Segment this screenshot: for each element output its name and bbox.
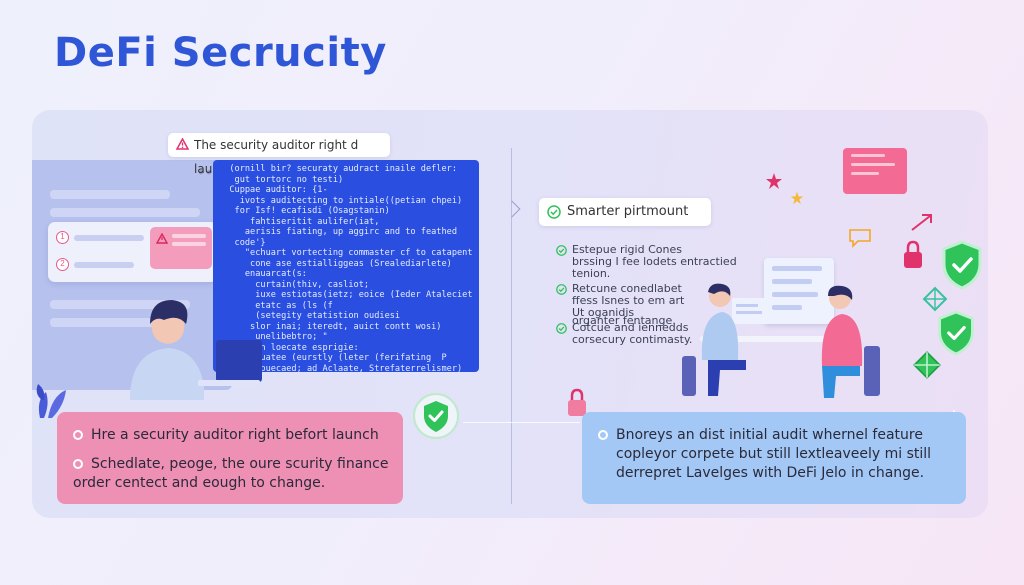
code-editor: (ornill bir? securaty audract inaile def… xyxy=(213,160,479,372)
check-circle-icon xyxy=(547,205,561,219)
checklist-item-text: Retcune conedlabet xyxy=(572,282,682,295)
padlock-icon xyxy=(904,240,922,268)
smarter-deployment-tag: Smarter pirtmount xyxy=(539,198,711,226)
shield-check-icon xyxy=(938,310,974,356)
check-circle-icon xyxy=(556,323,567,334)
code-line: unelibebtro; " xyxy=(219,332,328,342)
list-item-text: order centect and eough to change. xyxy=(73,475,326,491)
code-line: "echuart vortecting commaster cf to cata… xyxy=(219,248,473,258)
list-item: Bnoreys an dist initial audit whernel fe… xyxy=(598,426,950,445)
code-line: (ornill bir? securaty audract inaile def… xyxy=(219,164,457,174)
star-icon xyxy=(790,191,804,205)
placeholder-bar xyxy=(74,235,144,241)
right-summary-card: Bnoreys an dist initial audit whernel fe… xyxy=(582,412,966,504)
code-line: for Isf! ecafisdi (Osagstanin) xyxy=(219,206,390,216)
arrow-up-right-icon xyxy=(911,214,932,231)
list-item: Schedlate, peoge, the oure scurity finan… xyxy=(73,455,389,474)
placeholder-bar xyxy=(50,208,200,217)
alert-card xyxy=(150,227,212,269)
person-sitting-illustration xyxy=(821,285,880,398)
code-line: feuatee (eurstly (leter (ferifating P xyxy=(219,353,447,363)
checklist-extra: organter fentange. xyxy=(572,314,676,327)
smarter-deployment-tag-label: Smarter pirtmount xyxy=(567,204,689,219)
list-item-continuation: derrepret Lavelges with DeFi Jelo in cha… xyxy=(598,464,950,483)
code-line: puecaed; ad Aclaate, Strefaterrelismer) xyxy=(219,363,463,373)
list-item-text: copleyor corpete but still lextleaveely … xyxy=(616,446,932,462)
network-node-icon xyxy=(913,351,941,379)
bullet-icon xyxy=(598,430,608,440)
list-item-text: Hre a security auditor right befort laun… xyxy=(91,427,379,443)
code-line: (setegity etatistion oudiesi xyxy=(219,311,401,321)
checklist-item-text: ffess Isnes to em art xyxy=(572,294,685,307)
list-item-text: Bnoreys an dist initial audit whernel fe… xyxy=(616,427,923,443)
code-line: gut tortorc no testi) xyxy=(219,174,344,185)
list-item-text: Schedlate, peoge, the oure scurity finan… xyxy=(91,456,389,472)
code-line: aerisis fiating, up aggirc and to feathe… xyxy=(219,227,457,237)
auditor-tag: The security auditor right d launch xyxy=(168,133,390,176)
placeholder-bar xyxy=(50,300,190,309)
plant-illustration xyxy=(36,384,66,418)
bullet-icon xyxy=(73,459,83,469)
list-item-text: derrepret Lavelges with DeFi Jelo in cha… xyxy=(616,465,925,481)
list-item-continuation: copleyor corpete but still lextleaveely … xyxy=(598,445,950,464)
code-line: cone ase estialliggeas (Srealediarlete) xyxy=(219,258,452,269)
desk-illustration xyxy=(700,336,850,342)
person-sitting-illustration xyxy=(682,283,746,396)
left-summary-card: Hre a security auditor right befort laun… xyxy=(57,412,403,504)
checklist-item-text: brssing I fee lodets entractied xyxy=(572,255,737,268)
code-line: Cuppae auditor: {1- xyxy=(219,185,328,195)
checklist-item-text: Cotcue and iennedds xyxy=(572,321,689,334)
code-line: ivots auditecting to intiale((petian chp… xyxy=(219,195,463,206)
code-line: code'} xyxy=(219,237,266,248)
checklist-item-text: Ut oganidis xyxy=(572,306,635,319)
padlock-icon xyxy=(568,388,586,416)
code-line: curtain(thiv, casliot; xyxy=(219,279,370,290)
person-laptop-illustration xyxy=(130,300,262,400)
monitor-illustration xyxy=(764,258,834,324)
bullet-icon xyxy=(73,430,83,440)
step-two-icon: 2 xyxy=(56,258,69,271)
placeholder-bar xyxy=(50,190,170,199)
warning-triangle-icon xyxy=(176,138,189,150)
chat-bubble-icon xyxy=(849,229,871,248)
screen-illustration xyxy=(732,298,768,324)
step-one-icon: 1 xyxy=(56,231,69,244)
list-item: Hre a security auditor right befort laun… xyxy=(73,426,387,445)
code-line: iuxe estiotas(ietz; eoice (Ieder Ataleci… xyxy=(255,290,473,300)
check-circle-icon xyxy=(556,284,567,295)
code-line: slor inai; iteredt, auict contt wosi) xyxy=(219,321,442,332)
window-dots-icon: ●●● xyxy=(198,167,222,178)
network-node-icon xyxy=(922,286,948,312)
placeholder-bar xyxy=(50,318,160,327)
page-title: DeFi Secrucity xyxy=(54,30,387,76)
warning-triangle-icon xyxy=(156,233,168,244)
code-line: etatc as (ls (f xyxy=(219,300,333,311)
code-line: fahtiseritit aulifer(iat, xyxy=(219,216,380,227)
check-circle-icon xyxy=(556,245,567,256)
checklist-item-text: corsecury contimasty. xyxy=(572,333,693,346)
placeholder-bar xyxy=(74,262,134,268)
center-divider xyxy=(511,148,512,504)
note-card xyxy=(843,148,907,194)
star-icon xyxy=(766,173,782,189)
shield-check-icon xyxy=(413,393,459,439)
code-line: enauarcat(s: xyxy=(219,269,307,279)
flow-connector-line xyxy=(463,422,580,423)
list-item-continuation: order centect and eough to change. xyxy=(73,474,387,493)
checklist-item-text: tenion. xyxy=(572,267,611,280)
checklist-item-text: Estepue rigid Cones xyxy=(572,243,682,256)
shield-check-icon xyxy=(942,240,982,290)
